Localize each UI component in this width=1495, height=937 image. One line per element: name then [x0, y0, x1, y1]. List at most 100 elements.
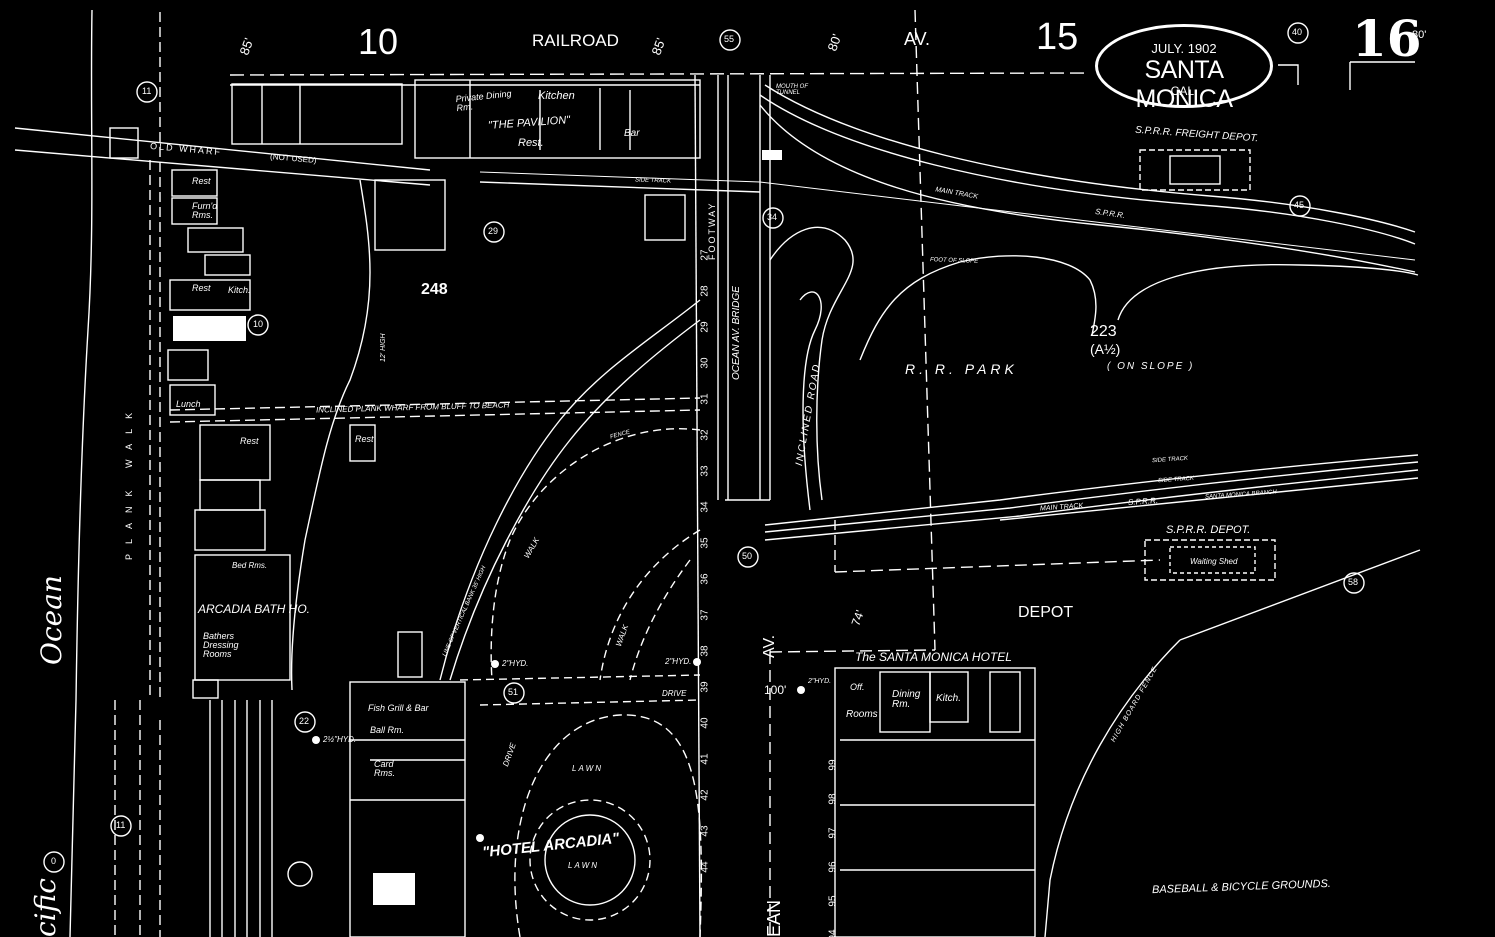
rest-label-2: Rest — [192, 283, 211, 293]
lot-number: 33 — [699, 465, 711, 477]
lot-number: 97 — [827, 827, 839, 839]
street-number-34: 34 — [767, 212, 778, 222]
lot-number: 27 — [699, 249, 711, 261]
santa-monica-hotel-label: The SANTA MONICA HOTEL — [855, 650, 1012, 664]
sheet-city: SANTA MONICA — [1135, 56, 1234, 113]
bank-high-label: 12' HIGH — [380, 333, 387, 362]
lot-number: 29 — [699, 321, 711, 333]
card-rms-label: Card Rms. — [374, 759, 395, 778]
bar-label: Bar — [624, 128, 640, 139]
lot-number: 44 — [699, 861, 711, 873]
rr-park-label: R. R. PARK — [905, 361, 1018, 377]
lot-number: 94 — [827, 929, 839, 937]
sheet-state: CAL. — [1170, 84, 1198, 98]
arcadia-bath-label: ARCADIA BATH HO. — [198, 602, 311, 616]
rest-label-1: Rest — [192, 176, 211, 186]
waiting-shed-label: Waiting Shed — [1190, 557, 1238, 566]
side-track-label-3: SIDE TRACK — [634, 177, 672, 185]
block-number-248: 248 — [421, 281, 448, 298]
lot-number: 28 — [699, 285, 711, 297]
freight-depot-outline — [1139, 149, 1251, 191]
lawn-drive-loop — [514, 714, 703, 937]
street-number-0: 0 — [51, 856, 57, 866]
rest-label-3: Rest — [240, 436, 259, 446]
depot-label: DEPOT — [1018, 604, 1074, 621]
street-number-10: 10 — [253, 319, 264, 329]
old-wharf — [14, 127, 431, 186]
furnd-rms-label: Furn'd Rms. — [192, 201, 218, 220]
ball-rm-label: Ball Rm. — [370, 725, 405, 735]
plank-walk-label: PLANK WALK — [124, 402, 134, 560]
hydrant-label-1: 2"HYD. — [502, 659, 529, 668]
street-label-railroad: RAILROAD — [532, 31, 619, 50]
lot-number: 40 — [699, 717, 711, 729]
lot-number: 95 — [827, 895, 839, 907]
sheet-date: JULY. 1902 — [1151, 41, 1217, 56]
lot-number: 34 — [699, 501, 711, 513]
fish-grill-label: Fish Grill & Bar — [368, 703, 429, 713]
rest-label-4: Rest — [355, 434, 374, 444]
drive-label-1: DRIVE — [662, 689, 687, 698]
kitch-label: Kitch. — [936, 693, 962, 704]
foot-of-slope — [859, 255, 1097, 361]
lot-number: 39 — [699, 681, 711, 693]
pacific-label: cific — [29, 878, 62, 937]
kitchen-label: Kitchen — [538, 90, 575, 102]
street-number-45: 45 — [1294, 200, 1305, 210]
sprr-depot-label: S.P.R.R. DEPOT. — [1166, 524, 1251, 536]
width-100: 100' — [764, 683, 787, 697]
street-number-55: 55 — [724, 34, 735, 44]
lot-number: 99 — [827, 759, 839, 771]
bed-rms-label: Bed Rms. — [232, 561, 268, 570]
street-label-av-mid: AV. — [761, 634, 778, 658]
off-label: Off. — [850, 682, 865, 692]
redacted-block — [373, 873, 415, 905]
grid-number-10: 10 — [358, 21, 399, 62]
lot-number: 30 — [699, 357, 711, 369]
rooms-label: Rooms — [846, 709, 878, 720]
kitch-label-2: Kitch. — [228, 285, 251, 295]
pavilion-sub-label: Rest. — [518, 137, 544, 149]
lot-number: 96 — [827, 861, 839, 873]
grid-number-15: 15 — [1036, 16, 1079, 58]
lot-number: 42 — [699, 789, 711, 801]
bathers-dressing-label: Bathers Dressing Rooms — [203, 631, 239, 659]
redacted-block — [173, 316, 246, 341]
street-number-51: 51 — [508, 687, 519, 697]
plank-walk-edge — [149, 12, 161, 700]
lunch-label: Lunch — [176, 399, 201, 409]
street-number-11a: 11 — [142, 86, 152, 96]
street-label-av-top: AV. — [904, 29, 931, 49]
lawn-label-2: LAWN — [568, 861, 599, 870]
lot-number: 37 — [699, 609, 711, 621]
street-number-50: 50 — [742, 551, 753, 561]
ocean-label: Ocean — [35, 575, 68, 665]
lot-number: 36 — [699, 573, 711, 585]
block-number-223-sub: (A½) — [1090, 341, 1121, 357]
lot-number: 32 — [699, 429, 711, 441]
pavilion-outline — [414, 79, 701, 159]
lot-number: 41 — [699, 753, 711, 765]
street-number-11b: 11 — [116, 820, 126, 830]
street-number-29: 29 — [488, 226, 499, 236]
mouth-tunnel-label: MOUTH OF TUNNEL — [776, 84, 808, 96]
street-label-ocean-bottom: EAN — [764, 899, 784, 937]
sheet-number: 16 — [1352, 9, 1422, 68]
lawn-label-1: LAWN — [572, 764, 603, 773]
shoreline — [69, 9, 93, 937]
sheet-title-badge: JULY. 1902 SANTA MONICA CAL. — [1095, 24, 1273, 113]
lot-number: 98 — [827, 793, 839, 805]
hydrant-label-3: 2½"HYD. — [323, 735, 357, 744]
lower-tracks — [764, 454, 1419, 526]
high-board-fence — [1179, 549, 1421, 641]
width-80b: 80' — [1412, 29, 1427, 41]
sprr-main-track — [759, 94, 1416, 245]
hydrant-label-2: 2"HYD. — [665, 657, 692, 666]
ocean-av-bridge-label: OCEAN AV. BRIDGE — [731, 286, 742, 380]
sprr-depot-outline — [1144, 539, 1276, 581]
on-slope-label: ( ON SLOPE ) — [1107, 361, 1195, 372]
street-number-40: 40 — [1292, 27, 1303, 37]
lot-number: 35 — [699, 537, 711, 549]
block-number-223: 223 — [1090, 323, 1117, 340]
